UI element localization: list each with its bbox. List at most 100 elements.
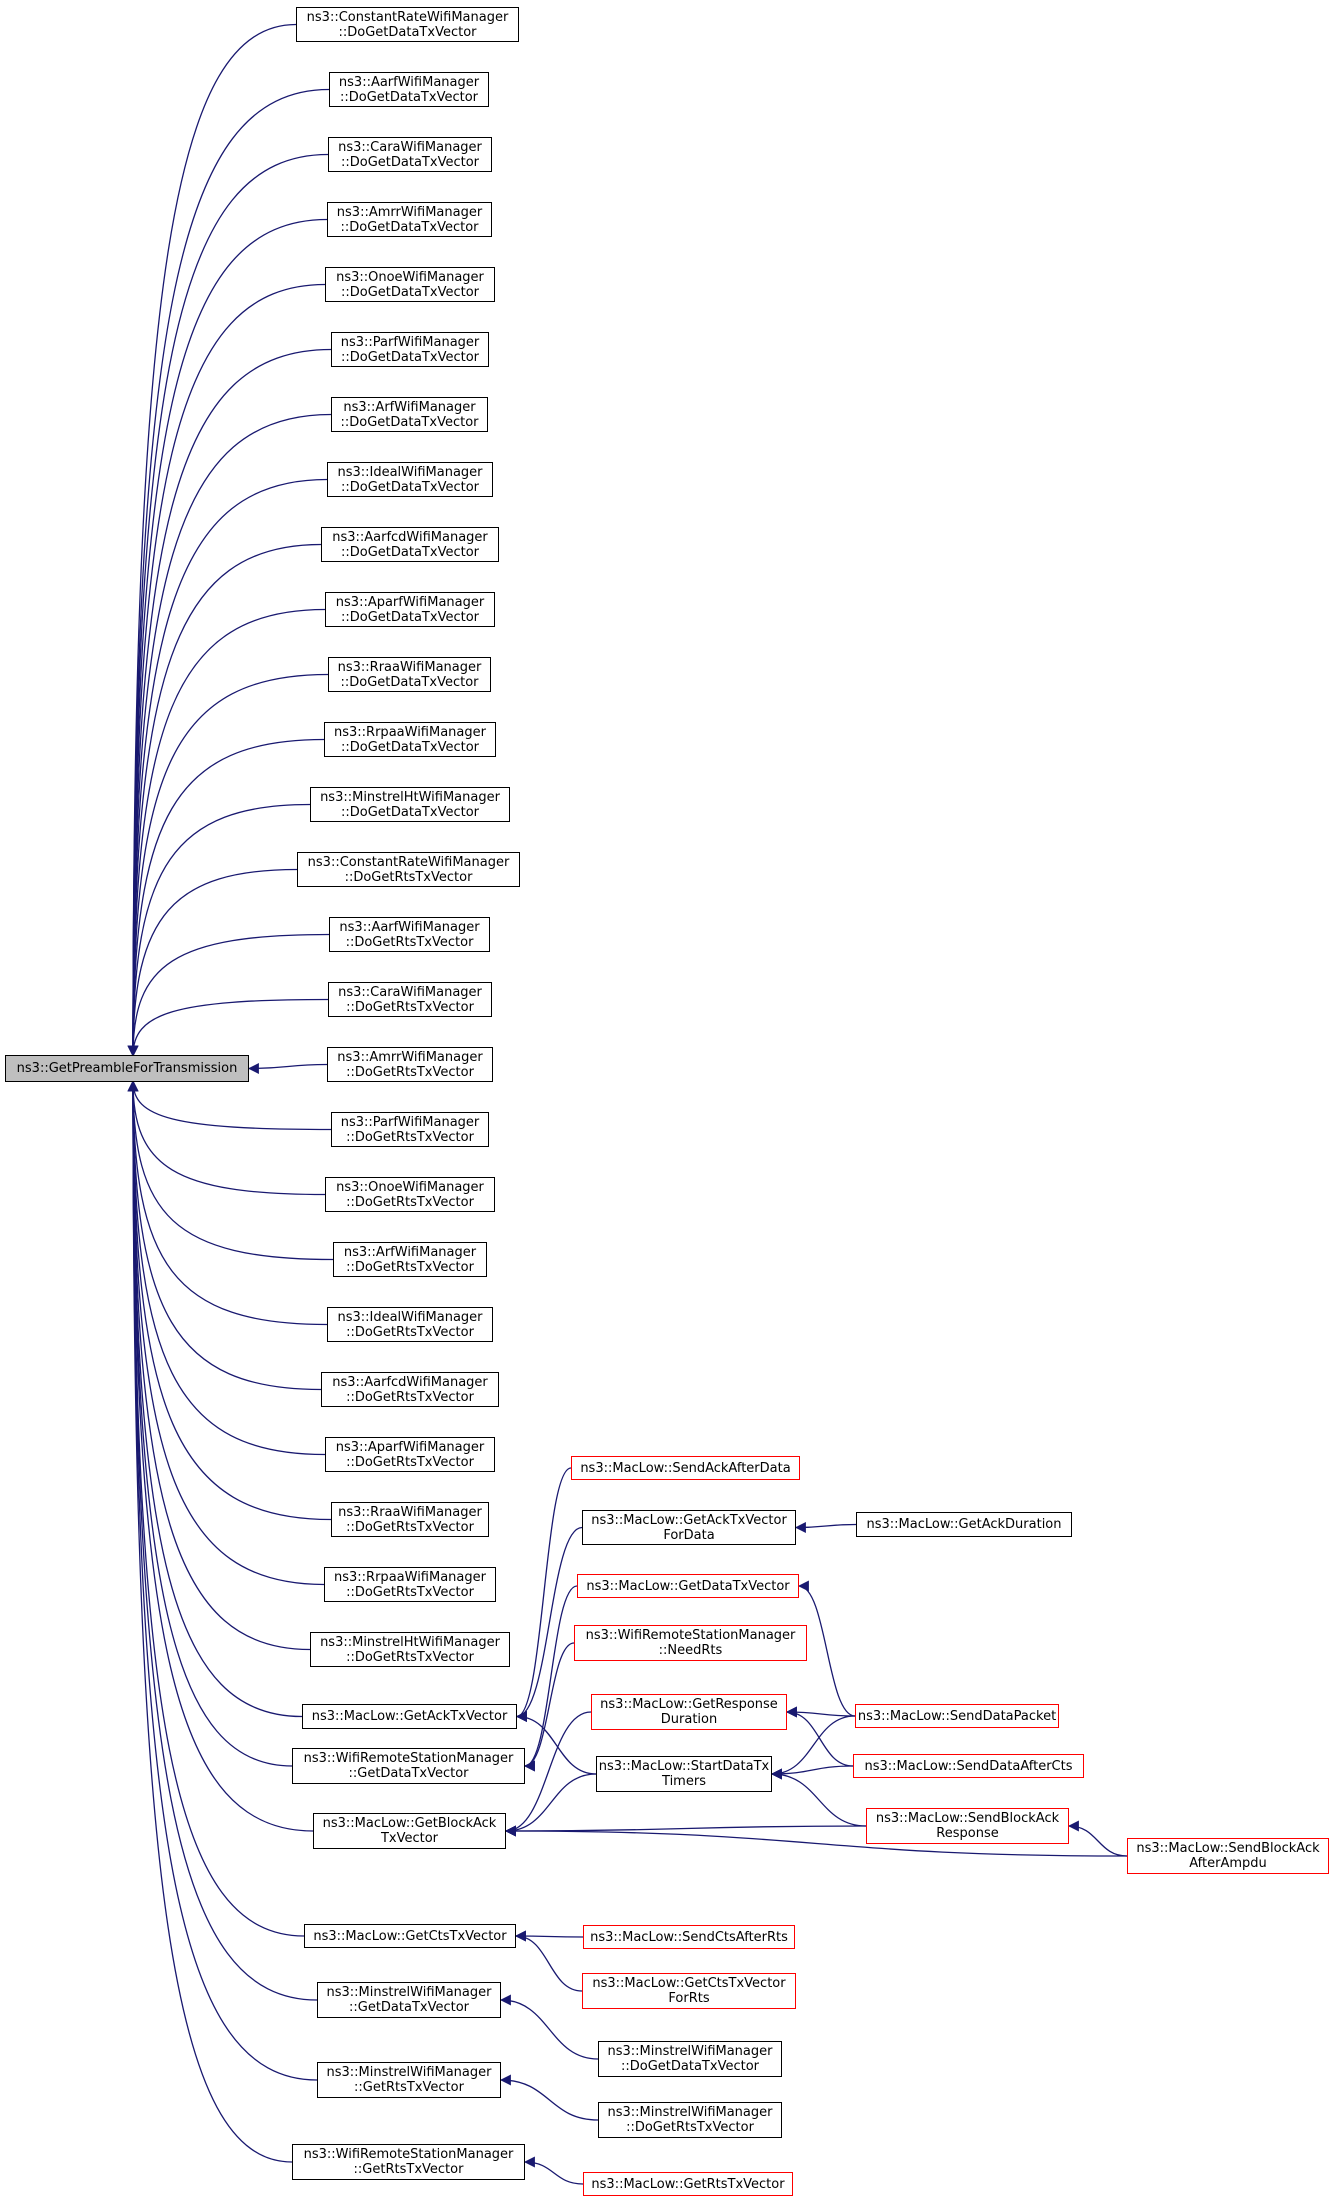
edge-sendack-to-ack xyxy=(515,1467,572,1722)
node-label-line: ns3::IdealWifiManager xyxy=(337,464,483,480)
graph-node-n20[interactable]: ns3::IdealWifiManager::DoGetRtsTxVector xyxy=(327,1307,493,1342)
graph-node-senddac[interactable]: ns3::MacLow::SendDataAfterCts xyxy=(853,1754,1084,1778)
graph-node-n22[interactable]: ns3::AparfWifiManager::DoGetRtsTxVector xyxy=(325,1437,495,1472)
graph-node-mdata[interactable]: ns3::MinstrelWifiManager::GetDataTxVecto… xyxy=(317,1982,501,2018)
node-label-line: ns3::RraaWifiManager xyxy=(337,659,482,675)
edge-sendbaa-to-sendbar xyxy=(1067,1820,1128,1857)
node-label-line: ns3::MacLow::GetCtsTxVector xyxy=(313,1928,507,1944)
graph-node-n9[interactable]: ns3::AparfWifiManager::DoGetDataTxVector xyxy=(325,592,495,627)
edge-n21-to-root xyxy=(127,1080,322,1391)
node-label-line: ::DoGetRtsTxVector xyxy=(346,1259,474,1275)
graph-node-needrts[interactable]: ns3::WifiRemoteStationManager::NeedRts xyxy=(574,1625,807,1661)
graph-node-mrts[interactable]: ns3::MinstrelWifiManager::GetRtsTxVector xyxy=(317,2062,501,2098)
graph-node-n12[interactable]: ns3::MinstrelHtWifiManager::DoGetDataTxV… xyxy=(310,787,510,822)
root-node[interactable]: ns3::GetPreambleForTransmission xyxy=(5,1055,249,1082)
node-label-line: ns3::ParfWifiManager xyxy=(340,334,480,350)
node-label-line: ForData xyxy=(663,1527,715,1543)
graph-node-n23[interactable]: ns3::RraaWifiManager::DoGetRtsTxVector xyxy=(331,1502,489,1537)
node-label-line: ns3::MacLow::SendCtsAfterRts xyxy=(590,1929,788,1945)
node-label-line: ::NeedRts xyxy=(658,1643,723,1658)
graph-node-n25[interactable]: ns3::MinstrelHtWifiManager::DoGetRtsTxVe… xyxy=(310,1632,510,1667)
node-label-line: ns3::CaraWifiManager xyxy=(338,139,482,155)
graph-node-sendack[interactable]: ns3::MacLow::SendAckAfterData xyxy=(571,1456,800,1480)
edge-senddac-to-startdata xyxy=(770,1765,854,1780)
edge-n14-to-root xyxy=(127,933,330,1057)
graph-node-n14[interactable]: ns3::AarfWifiManager::DoGetRtsTxVector xyxy=(329,917,490,952)
graph-node-n8[interactable]: ns3::AarfcdWifiManager::DoGetDataTxVecto… xyxy=(321,527,499,562)
graph-node-n17[interactable]: ns3::ParfWifiManager::DoGetRtsTxVector xyxy=(331,1112,489,1147)
graph-node-n1[interactable]: ns3::AarfWifiManager::DoGetDataTxVector xyxy=(329,72,489,107)
graph-node-n4[interactable]: ns3::OnoeWifiManager::DoGetDataTxVector xyxy=(325,267,495,302)
node-label-line: Duration xyxy=(660,1712,718,1727)
edge-n7-to-root xyxy=(127,478,328,1057)
graph-node-n0[interactable]: ns3::ConstantRateWifiManager::DoGetDataT… xyxy=(296,7,519,42)
edge-ackfor-to-ack xyxy=(515,1526,583,1722)
graph-node-n11[interactable]: ns3::RrpaaWifiManager::DoGetDataTxVector xyxy=(324,722,496,757)
graph-node-getrts[interactable]: ns3::MacLow::GetRtsTxVector xyxy=(583,2172,793,2196)
graph-node-wrts[interactable]: ns3::WifiRemoteStationManager::GetRtsTxV… xyxy=(292,2144,525,2180)
edge-n10-to-root xyxy=(127,673,329,1057)
edge-ackdur-to-ackfor xyxy=(794,1521,857,1533)
edge-n17-to-root xyxy=(127,1080,332,1131)
node-label-line: ns3::AparfWifiManager xyxy=(335,1439,485,1455)
node-label-line: ::DoGetDataTxVector xyxy=(621,2059,759,2074)
node-label-line: ForRts xyxy=(668,1991,710,2006)
edge-n19-to-root xyxy=(127,1080,334,1261)
graph-node-n18[interactable]: ns3::OnoeWifiManager::DoGetRtsTxVector xyxy=(325,1177,495,1212)
graph-node-mdodata[interactable]: ns3::MinstrelWifiManager::DoGetDataTxVec… xyxy=(598,2041,782,2077)
graph-node-n5[interactable]: ns3::ParfWifiManager::DoGetDataTxVector xyxy=(331,332,489,367)
edge-startdata-to-ba xyxy=(504,1773,597,1837)
graph-node-mdorts[interactable]: ns3::MinstrelWifiManager::DoGetRtsTxVect… xyxy=(598,2102,782,2138)
graph-node-ackdur[interactable]: ns3::MacLow::GetAckDuration xyxy=(856,1512,1072,1537)
graph-node-n19[interactable]: ns3::ArfWifiManager::DoGetRtsTxVector xyxy=(333,1242,487,1277)
node-label-line: ns3::RrpaaWifiManager xyxy=(334,1569,486,1585)
graph-node-n6[interactable]: ns3::ArfWifiManager::DoGetDataTxVector xyxy=(331,397,488,432)
node-label-line: ns3::AarfWifiManager xyxy=(339,919,480,935)
node-label-line: ::DoGetDataTxVector xyxy=(341,609,479,625)
node-label-line: ns3::WifiRemoteStationManager xyxy=(303,2147,514,2162)
graph-node-n15[interactable]: ns3::CaraWifiManager::DoGetRtsTxVector xyxy=(328,982,492,1017)
graph-node-senddp[interactable]: ns3::MacLow::SendDataPacket xyxy=(855,1704,1059,1728)
graph-node-n2[interactable]: ns3::CaraWifiManager::DoGetDataTxVector xyxy=(328,137,492,172)
node-label-line: ns3::RrpaaWifiManager xyxy=(334,724,486,740)
edge-n15-to-root xyxy=(127,998,329,1057)
node-label-line: ns3::MacLow::GetCtsTxVector xyxy=(592,1976,786,1991)
graph-node-ack[interactable]: ns3::MacLow::GetAckTxVector xyxy=(302,1704,517,1729)
node-label-line: ns3::MinstrelHtWifiManager xyxy=(320,789,500,805)
graph-node-cts[interactable]: ns3::MacLow::GetCtsTxVector xyxy=(304,1924,516,1948)
node-label-line: ns3::IdealWifiManager xyxy=(337,1309,483,1325)
edge-n24-to-root xyxy=(127,1080,325,1586)
node-label-line: ns3::MacLow::GetResponse xyxy=(600,1697,778,1712)
node-label-line: ns3::MacLow::GetBlockAck xyxy=(322,1816,497,1831)
graph-node-n13[interactable]: ns3::ConstantRateWifiManager::DoGetRtsTx… xyxy=(297,852,520,887)
graph-node-getdata[interactable]: ns3::MacLow::GetDataTxVector xyxy=(577,1574,799,1598)
edge-n18-to-root xyxy=(127,1080,326,1196)
graph-node-wdata[interactable]: ns3::WifiRemoteStationManager::GetDataTx… xyxy=(292,1748,525,1784)
graph-node-n16[interactable]: ns3::AmrrWifiManager::DoGetRtsTxVector xyxy=(327,1047,493,1082)
node-label-line: ns3::ConstantRateWifiManager xyxy=(307,854,510,870)
graph-node-n24[interactable]: ns3::RrpaaWifiManager::DoGetRtsTxVector xyxy=(324,1567,496,1602)
node-label-line: ::DoGetDataTxVector xyxy=(340,219,479,235)
edge-layer xyxy=(127,23,1128,2185)
node-label-line: ::DoGetDataTxVector xyxy=(341,284,479,300)
node-label-line: ns3::AmrrWifiManager xyxy=(336,204,483,220)
graph-node-n21[interactable]: ns3::AarfcdWifiManager::DoGetRtsTxVector xyxy=(321,1372,499,1407)
graph-node-n7[interactable]: ns3::IdealWifiManager::DoGetDataTxVector xyxy=(327,462,493,497)
node-label-line: ::DoGetRtsTxVector xyxy=(626,2120,754,2135)
edge-mdodata-to-mdata xyxy=(499,1994,599,2060)
graph-node-n10[interactable]: ns3::RraaWifiManager::DoGetDataTxVector xyxy=(328,657,491,692)
graph-node-n3[interactable]: ns3::AmrrWifiManager::DoGetDataTxVector xyxy=(327,202,492,237)
graph-node-sendcts[interactable]: ns3::MacLow::SendCtsAfterRts xyxy=(583,1925,795,1949)
node-label-line: ns3::ArfWifiManager xyxy=(343,1244,477,1260)
node-label-line: ::DoGetDataTxVector xyxy=(341,804,479,820)
edge-startdata-to-ack xyxy=(515,1711,597,1775)
node-label-line: ::DoGetRtsTxVector xyxy=(346,1324,474,1340)
